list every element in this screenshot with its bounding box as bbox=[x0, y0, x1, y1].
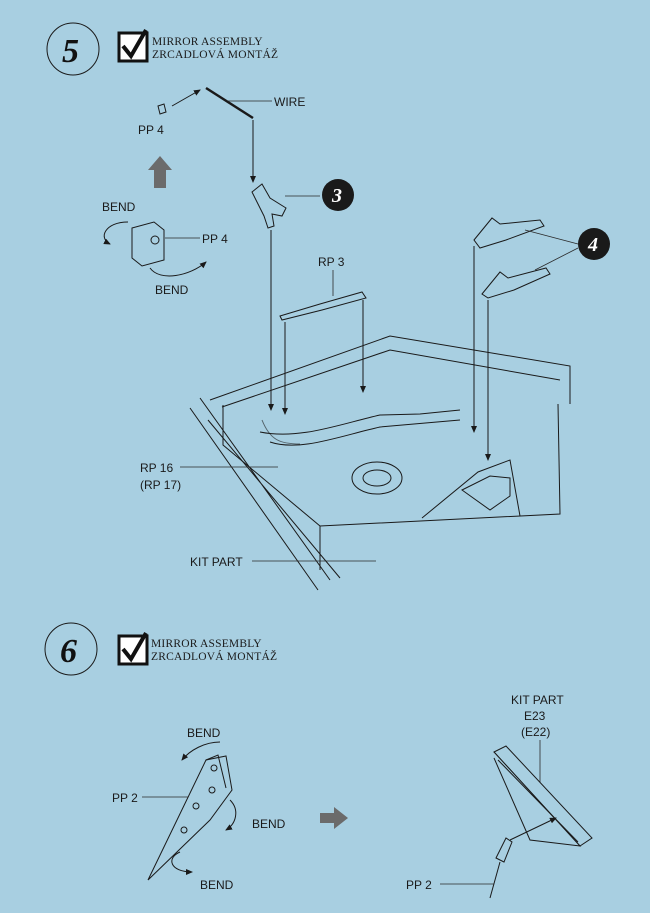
mirror-bracket-part3: 3 bbox=[251, 179, 354, 415]
svg-text:4: 4 bbox=[587, 234, 598, 256]
mirror-rp3: RP 3 bbox=[279, 255, 367, 393]
mirror-parts-4: 4 bbox=[471, 217, 610, 461]
bend-label: BEND bbox=[252, 817, 286, 831]
pp2-label: PP 2 bbox=[406, 878, 432, 892]
pp4-bend-detail: BEND PP 4 BEND bbox=[102, 200, 228, 297]
up-arrow-icon bbox=[148, 156, 172, 188]
pp4-small-part bbox=[157, 103, 167, 115]
bend-label: BEND bbox=[102, 200, 136, 214]
step-number: 6 bbox=[60, 633, 77, 670]
step5-header: 5 MIRROR ASSEMBLY ZRCADLOVÁ MONTÁŽ bbox=[46, 22, 278, 76]
step-number-circle bbox=[46, 22, 100, 76]
checkmark-icon bbox=[121, 632, 148, 663]
pp4-label: PP 4 bbox=[202, 232, 228, 246]
svg-text:3: 3 bbox=[331, 185, 342, 207]
e23-label: E23 bbox=[524, 709, 546, 723]
wire-label: WIRE bbox=[274, 95, 305, 109]
right-arrow-icon bbox=[320, 807, 348, 829]
step-title-cz: ZRCADLOVÁ MONTÁŽ bbox=[152, 47, 278, 61]
step6-header: 6 MIRROR ASSEMBLY ZRCADLOVÁ MONTÁŽ bbox=[44, 622, 277, 676]
callout-4 bbox=[578, 228, 610, 260]
mirror-kit-part-e23: KIT PART E23 (E22) PP 2 bbox=[406, 693, 593, 899]
bend-label: BEND bbox=[155, 283, 189, 297]
rp16-label: RP 16 bbox=[140, 461, 173, 475]
pp2-label: PP 2 bbox=[112, 791, 138, 805]
kit-part-label: KIT PART bbox=[190, 555, 243, 569]
kit-part-label: KIT PART bbox=[511, 693, 564, 707]
step-number: 5 bbox=[62, 33, 79, 70]
wire-part: WIRE PP 4 bbox=[138, 86, 305, 188]
step-title-en: MIRROR ASSEMBLY bbox=[151, 638, 262, 650]
rp17-label: (RP 17) bbox=[140, 478, 181, 492]
step-number-circle bbox=[44, 622, 98, 676]
bend-label: BEND bbox=[200, 878, 234, 892]
checkmark-icon bbox=[121, 29, 148, 60]
step-title-en: MIRROR ASSEMBLY bbox=[152, 36, 263, 48]
pp4-label-top: PP 4 bbox=[138, 123, 164, 137]
callout-3 bbox=[322, 179, 354, 211]
bend-label: BEND bbox=[187, 726, 221, 740]
step-title-cz: ZRCADLOVÁ MONTÁŽ bbox=[151, 649, 277, 663]
e22-label: (E22) bbox=[521, 725, 550, 739]
rp3-label: RP 3 bbox=[318, 255, 345, 269]
vehicle-hull-drawing: RP 16 (RP 17) KIT PART bbox=[140, 335, 571, 591]
pp2-bend-detail: BEND PP 2 BEND BEND bbox=[112, 726, 286, 892]
